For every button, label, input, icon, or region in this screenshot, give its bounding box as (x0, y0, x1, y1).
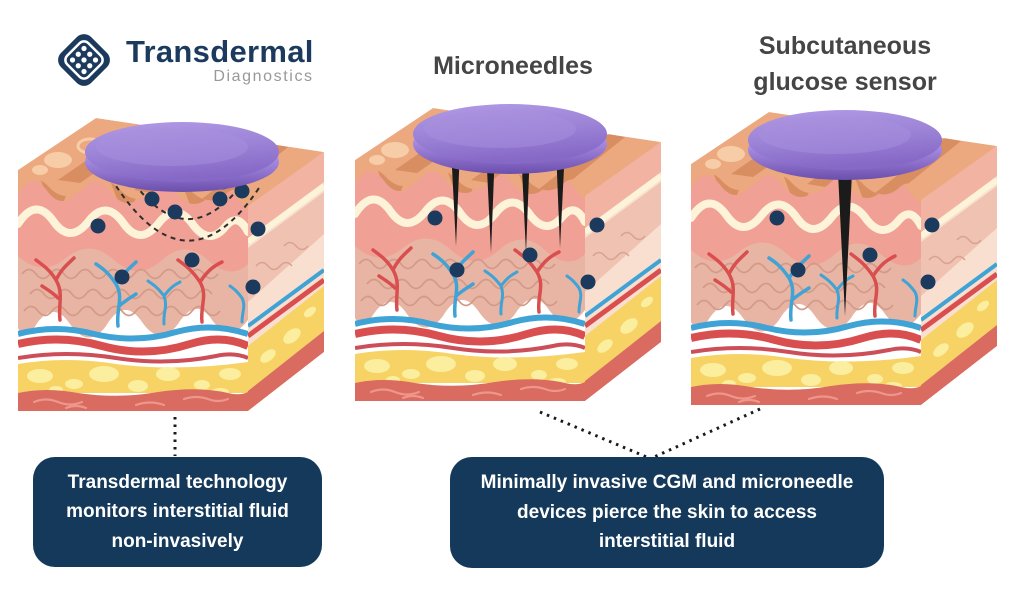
sensor-filament-needle (837, 152, 853, 316)
brand-subtitle: Diagnostics (213, 67, 314, 85)
heading-microneedles: Microneedles (433, 52, 593, 80)
glucose-molecule-dots (427, 210, 605, 290)
microneedle-array (451, 148, 565, 253)
cgm-device-disc (85, 122, 279, 192)
brand-logo-text: Transdermal Diagnostics (126, 36, 314, 85)
caption-minimally-invasive: Minimally invasive CGM and microneedle d… (450, 457, 884, 568)
glucose-molecule-dots (769, 210, 940, 290)
skin-cross-section-subcutaneous (679, 100, 1009, 410)
caption-transdermal-technology: Transdermal technology monitors intersti… (33, 457, 322, 567)
cgm-device-disc (748, 110, 942, 180)
cgm-device-disc (413, 104, 607, 174)
brand-logo: Transdermal Diagnostics (54, 30, 314, 90)
sensing-field-arcs (110, 175, 260, 242)
diamond-dot-grid-icon (58, 34, 110, 86)
brand-name: Transdermal (126, 33, 314, 69)
skin-cross-section-microneedles (343, 104, 673, 406)
heading-subcutaneous-glucose-sensor: Subcutaneous glucose sensor (753, 32, 937, 97)
skin-cross-section-transdermal (6, 106, 336, 416)
